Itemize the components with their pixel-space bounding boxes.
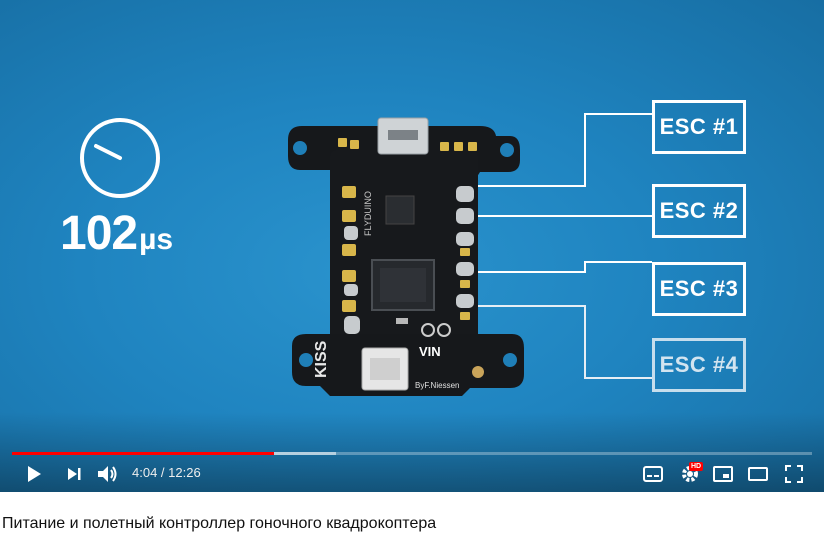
board-brand-text: KISS bbox=[313, 340, 330, 378]
video-title: Питание и полетный контроллер гоночного … bbox=[2, 515, 437, 532]
time-display: 4:04 / 12:26 bbox=[132, 465, 201, 480]
esc-2-label: ESC #2 bbox=[652, 184, 746, 238]
miniplayer-button[interactable] bbox=[711, 462, 735, 486]
play-button[interactable] bbox=[22, 462, 46, 486]
clock-icon bbox=[80, 118, 160, 198]
esc-3-label: ESC #3 bbox=[652, 262, 746, 316]
timer-unit: µs bbox=[139, 223, 174, 256]
current-time: 4:04 bbox=[132, 465, 158, 480]
play-icon bbox=[28, 466, 41, 482]
hd-badge: HD bbox=[689, 462, 704, 471]
esc-1-label: ESC #1 bbox=[652, 100, 746, 154]
next-button[interactable] bbox=[62, 462, 86, 486]
timer-readout: 102µs bbox=[60, 210, 173, 258]
board-author-text: ByF.Niessen bbox=[415, 381, 459, 390]
video-player[interactable]: 102µs bbox=[0, 0, 824, 492]
flight-controller-board: KISS FLYDUINO VIN ByF.Niessen bbox=[288, 113, 652, 396]
fullscreen-icon bbox=[785, 465, 803, 483]
progress-played bbox=[12, 452, 274, 455]
board-model-text: FLYDUINO bbox=[363, 191, 373, 236]
fullscreen-button[interactable] bbox=[782, 462, 806, 486]
timer-value: 102 bbox=[60, 207, 138, 260]
duration: 12:26 bbox=[168, 465, 201, 480]
subtitles-icon bbox=[643, 466, 663, 482]
volume-button[interactable] bbox=[96, 462, 120, 486]
miniplayer-icon bbox=[713, 466, 733, 482]
progress-bar[interactable] bbox=[12, 452, 812, 455]
subtitles-button[interactable] bbox=[641, 462, 665, 486]
theater-icon bbox=[748, 467, 768, 481]
theater-button[interactable] bbox=[746, 462, 770, 486]
settings-button[interactable]: HD bbox=[678, 462, 704, 486]
time-separator: / bbox=[157, 465, 169, 480]
board-vin-text: VIN bbox=[419, 344, 441, 359]
esc-4-label: ESC #4 bbox=[652, 338, 746, 392]
next-icon bbox=[68, 468, 81, 480]
volume-icon bbox=[98, 466, 117, 482]
